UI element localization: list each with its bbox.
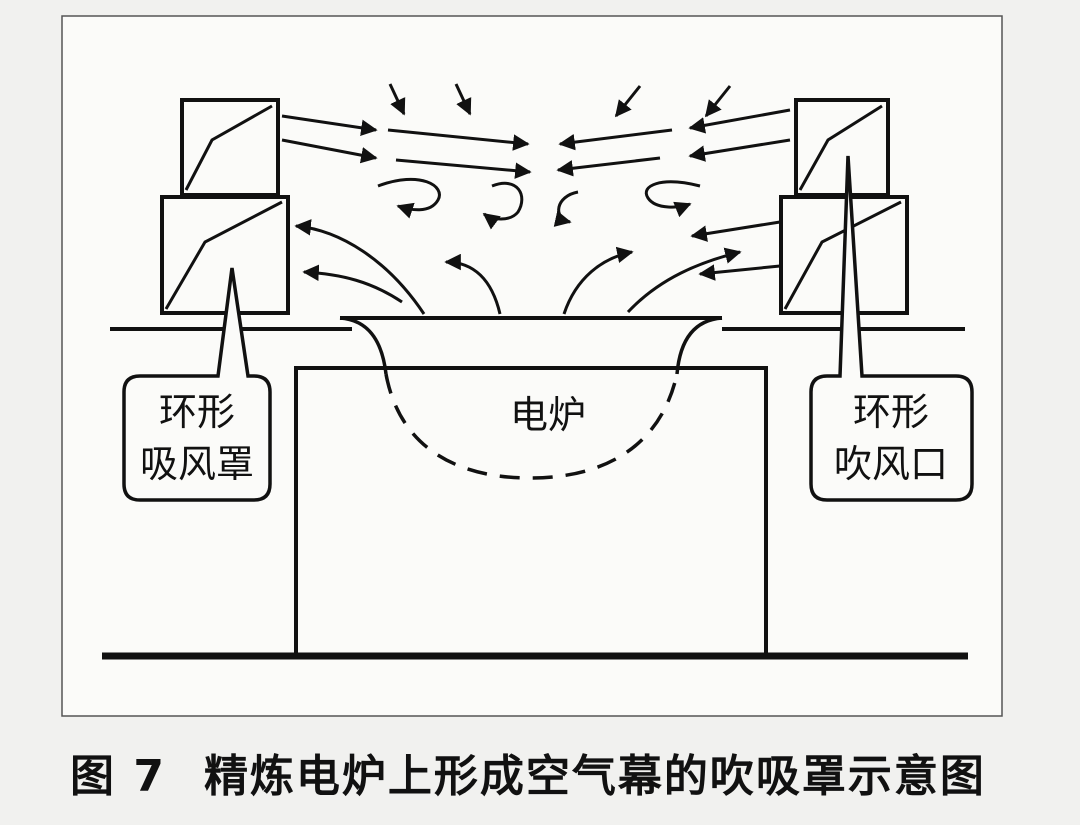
left-hood-lower-box: [160, 195, 290, 315]
airflow-arrow: [388, 83, 406, 116]
right-nozzle-upper-box: [794, 98, 890, 197]
right-nozzle-label-line2: 吹风口: [834, 442, 948, 486]
figure-caption: 图 7 精炼电炉上形成空气幕的吹吸罩示意图: [70, 740, 1020, 804]
airflow-arrow: [688, 108, 791, 134]
airflow-arrow: [556, 156, 661, 177]
left-hood-lower-vane: [164, 200, 283, 310]
airflow-eddy: [482, 181, 524, 230]
airflow-arrows: [281, 83, 791, 315]
figure-number: 图 7: [70, 751, 166, 802]
airflow-arrow: [626, 247, 742, 314]
airflow-arrow: [690, 220, 781, 242]
left-hood-upper-vane: [184, 104, 273, 191]
airflow-arrow: [281, 138, 378, 164]
furnace-body: [294, 366, 768, 658]
airflow-arrow: [302, 264, 403, 304]
airflow-eddy: [377, 177, 441, 219]
airflow-arrow: [698, 264, 781, 281]
airflow-arrow: [395, 158, 532, 179]
right-label-callout: [809, 155, 974, 502]
figure-title: 精炼电炉上形成空气幕的吹吸罩示意图: [203, 751, 986, 802]
left-hood-label-line1: 环形: [159, 390, 235, 434]
airflow-arrow: [454, 83, 472, 116]
left-label-callout: [122, 267, 272, 502]
airflow-arrow: [444, 253, 502, 315]
airflow-eddy: [553, 190, 579, 227]
airflow-arrow: [704, 85, 732, 118]
airflow-arrow: [562, 246, 634, 315]
airflow-arrow: [558, 128, 673, 151]
right-nozzle-label-line1: 环形: [853, 390, 929, 434]
airflow-arrow: [294, 219, 426, 315]
airflow-arrow: [688, 138, 791, 162]
lid-flare-left: [339, 316, 388, 375]
furnace-label: 电炉: [510, 393, 586, 437]
lid-flare-right: [675, 316, 723, 375]
airflow-eddy: [644, 180, 701, 218]
airflow-arrow: [614, 85, 642, 118]
left-hood-upper-box: [180, 98, 280, 197]
left-suction-hood: [160, 98, 290, 315]
airflow-arrow: [387, 128, 530, 151]
airflow-arrow: [281, 114, 378, 136]
right-nozzle-upper-vane: [798, 104, 883, 191]
right-nozzle-lower-vane: [783, 200, 902, 310]
right-blowing-nozzle: [779, 98, 909, 315]
left-hood-label-line2: 吸风罩: [140, 442, 254, 486]
